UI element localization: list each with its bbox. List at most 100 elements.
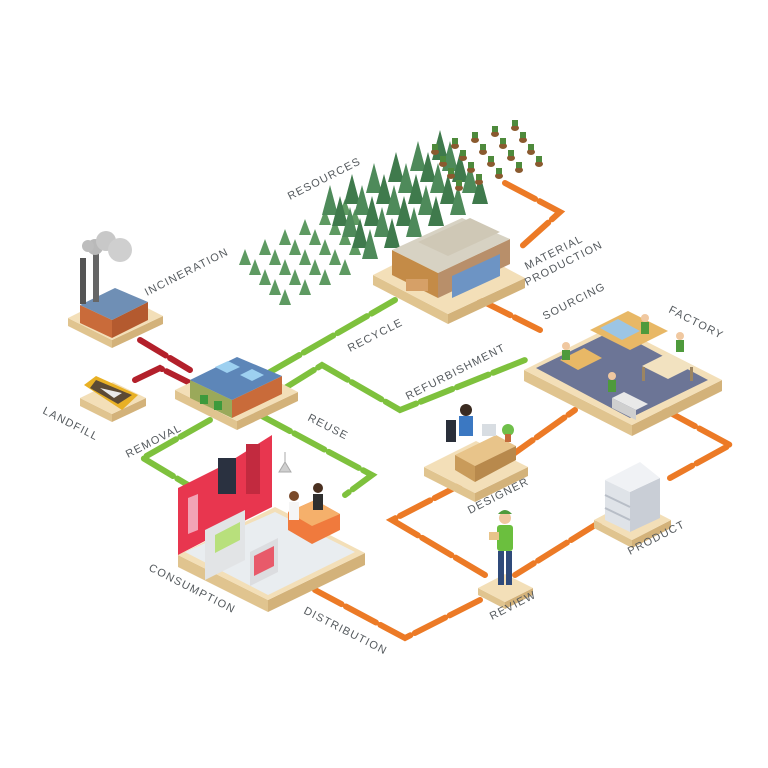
stump-leaf: [440, 156, 446, 162]
tree-shape: [410, 141, 426, 171]
reviewer-person-icon: [478, 510, 533, 609]
tree-shape: [339, 259, 351, 275]
label-sourcing: SOURCING: [541, 281, 608, 323]
stump-shape: [515, 167, 523, 173]
tree-shape: [299, 249, 311, 265]
flow-paths: [132, 180, 737, 642]
incinerator-factory-icon: [68, 231, 163, 348]
stump-leaf: [460, 150, 466, 156]
green-path-removal-to-consumption: [137, 417, 213, 488]
stump-shape: [439, 161, 447, 167]
tree-shape: [329, 219, 341, 235]
tree-shape: [418, 185, 434, 215]
tree-shape: [430, 163, 446, 193]
stump-leaf: [496, 168, 502, 174]
tree-shape: [309, 259, 321, 275]
tree-shape: [420, 152, 436, 182]
stump-shape: [507, 155, 515, 161]
retail-store-icon: [178, 435, 365, 612]
tree-shape: [259, 269, 271, 285]
stump-leaf: [456, 180, 462, 186]
stump-leaf: [488, 156, 494, 162]
tree-shape: [364, 196, 380, 226]
stump-leaf: [516, 162, 522, 168]
stump-leaf: [528, 144, 534, 150]
stump-shape: [495, 173, 503, 179]
stump-shape: [487, 161, 495, 167]
orange-path-review-to-designer: [385, 482, 488, 578]
tree-shape: [299, 279, 311, 295]
tree-shape: [386, 185, 402, 215]
stump-shape: [511, 125, 519, 131]
tree-shape: [406, 207, 422, 237]
stump-shape: [471, 137, 479, 143]
red-path-removal-to-landfill: [132, 364, 203, 391]
product-shelf-icon: [594, 462, 671, 548]
orange-path-resources-to-production: [502, 180, 566, 251]
stump-leaf: [468, 162, 474, 168]
stump-shape: [535, 161, 543, 167]
stump-shape: [527, 149, 535, 155]
tree-shape: [440, 174, 456, 204]
tree-shape: [249, 259, 261, 275]
tree-shape: [398, 163, 414, 193]
removal-depot-icon: [175, 357, 298, 430]
label-reuse: REUSE: [306, 412, 351, 443]
tree-shape: [322, 185, 338, 215]
tree-shape: [299, 219, 311, 235]
stump-leaf: [536, 156, 542, 162]
tree-shape: [319, 239, 331, 255]
designer-desk-icon: [424, 404, 528, 502]
tree-shape: [342, 207, 358, 237]
tree-shape: [376, 174, 392, 204]
tree-shape: [279, 229, 291, 245]
production-warehouse-icon: [373, 218, 525, 324]
stump-leaf: [448, 168, 454, 174]
tree-shape: [329, 249, 341, 265]
tree-shape: [388, 152, 404, 182]
tree-shape: [289, 269, 301, 285]
orange-path-production-to-factory: [477, 297, 543, 333]
stump-leaf: [492, 126, 498, 132]
orange-path-designer-to-factory: [502, 407, 578, 463]
tree-shape: [332, 196, 348, 226]
stump-leaf: [432, 144, 438, 150]
stump-leaf: [476, 174, 482, 180]
tree-shape: [354, 185, 370, 215]
tree-shape: [472, 174, 488, 204]
orange-path-factory-to-product: [662, 407, 737, 481]
tree-shape: [462, 163, 478, 193]
tree-shape: [279, 259, 291, 275]
label-incineration: INCINERATION: [143, 246, 231, 299]
tree-shape: [259, 239, 271, 255]
tree-shape: [362, 229, 378, 259]
stump-leaf: [452, 138, 458, 144]
green-path-reuse: [257, 412, 378, 498]
stump-shape: [459, 155, 467, 161]
stump-shape: [451, 143, 459, 149]
tree-shape: [366, 163, 382, 193]
green-path-refurbishment: [282, 357, 528, 414]
stump-shape: [491, 131, 499, 137]
tree-stump-icon: [431, 120, 543, 191]
label-distribution: DISTRIBUTION: [302, 605, 389, 657]
tree-shape: [269, 279, 281, 295]
green-path-recycle: [267, 297, 398, 375]
tree-shape: [239, 249, 251, 265]
tree-shape: [408, 174, 424, 204]
tree-shape: [374, 207, 390, 237]
tree-shape: [279, 289, 291, 305]
stump-leaf: [472, 132, 478, 138]
stump-shape: [467, 167, 475, 173]
landfill-skip-icon: [80, 376, 146, 422]
stump-shape: [475, 179, 483, 185]
tree-shape: [319, 209, 331, 225]
stump-leaf: [500, 138, 506, 144]
red-path-removal-to-incineration: [137, 337, 193, 373]
stump-shape: [447, 173, 455, 179]
tree-shape: [396, 196, 412, 226]
tree-shape: [289, 239, 301, 255]
stump-shape: [499, 143, 507, 149]
tree-shape: [428, 196, 444, 226]
